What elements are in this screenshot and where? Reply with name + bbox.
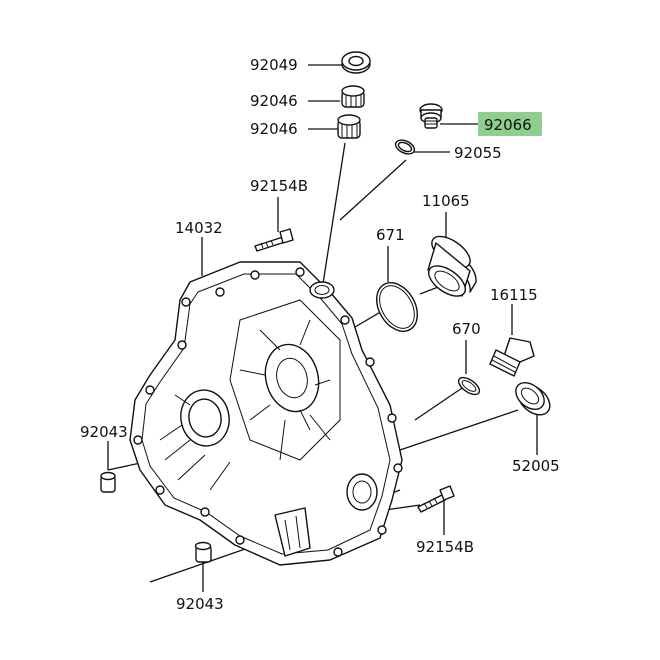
part-label-52005[interactable]: 52005 — [512, 457, 560, 475]
oring-671-drawing — [376, 282, 418, 332]
part-label-92046-lower[interactable]: 92046 — [250, 120, 298, 138]
oring-670-drawing — [457, 376, 481, 396]
part-label-671[interactable]: 671 — [376, 226, 405, 244]
part-label-92154b-bottom[interactable]: 92154B — [416, 538, 474, 556]
part-label-16115[interactable]: 16115 — [490, 286, 538, 304]
plug-16115-drawing — [489, 337, 535, 377]
bearing-92046-upper-drawing — [341, 85, 365, 108]
bearing-92046-lower-drawing — [337, 114, 361, 139]
part-label-92049[interactable]: 92049 — [250, 56, 298, 74]
part-label-92046-upper[interactable]: 92046 — [250, 92, 298, 110]
part-label-92154b-top[interactable]: 92154B — [250, 177, 308, 195]
crankcase-cover-14032-drawing — [129, 261, 403, 566]
seal-52005-drawing — [515, 382, 551, 416]
dowel-92043-left-drawing — [100, 471, 116, 493]
oring-92055-drawing — [394, 139, 416, 155]
part-label-670[interactable]: 670 — [452, 320, 481, 338]
dowel-92043-bottom-drawing — [194, 541, 212, 563]
part-label-92066[interactable]: 92066 — [484, 116, 532, 134]
part-label-92043-bottom[interactable]: 92043 — [176, 595, 224, 613]
oil-seal-92049-drawing — [341, 51, 371, 74]
plug-92066-drawing — [419, 103, 443, 129]
part-label-11065[interactable]: 11065 — [422, 192, 470, 210]
part-label-92043-left[interactable]: 92043 — [80, 423, 128, 441]
bolt-92154b-top-drawing — [254, 228, 294, 252]
bolt-92154b-bottom-drawing — [417, 485, 455, 513]
part-label-92055[interactable]: 92055 — [454, 144, 502, 162]
part-label-14032[interactable]: 14032 — [175, 219, 223, 237]
cap-11065-drawing — [427, 235, 477, 297]
highlight-badge — [478, 112, 542, 136]
